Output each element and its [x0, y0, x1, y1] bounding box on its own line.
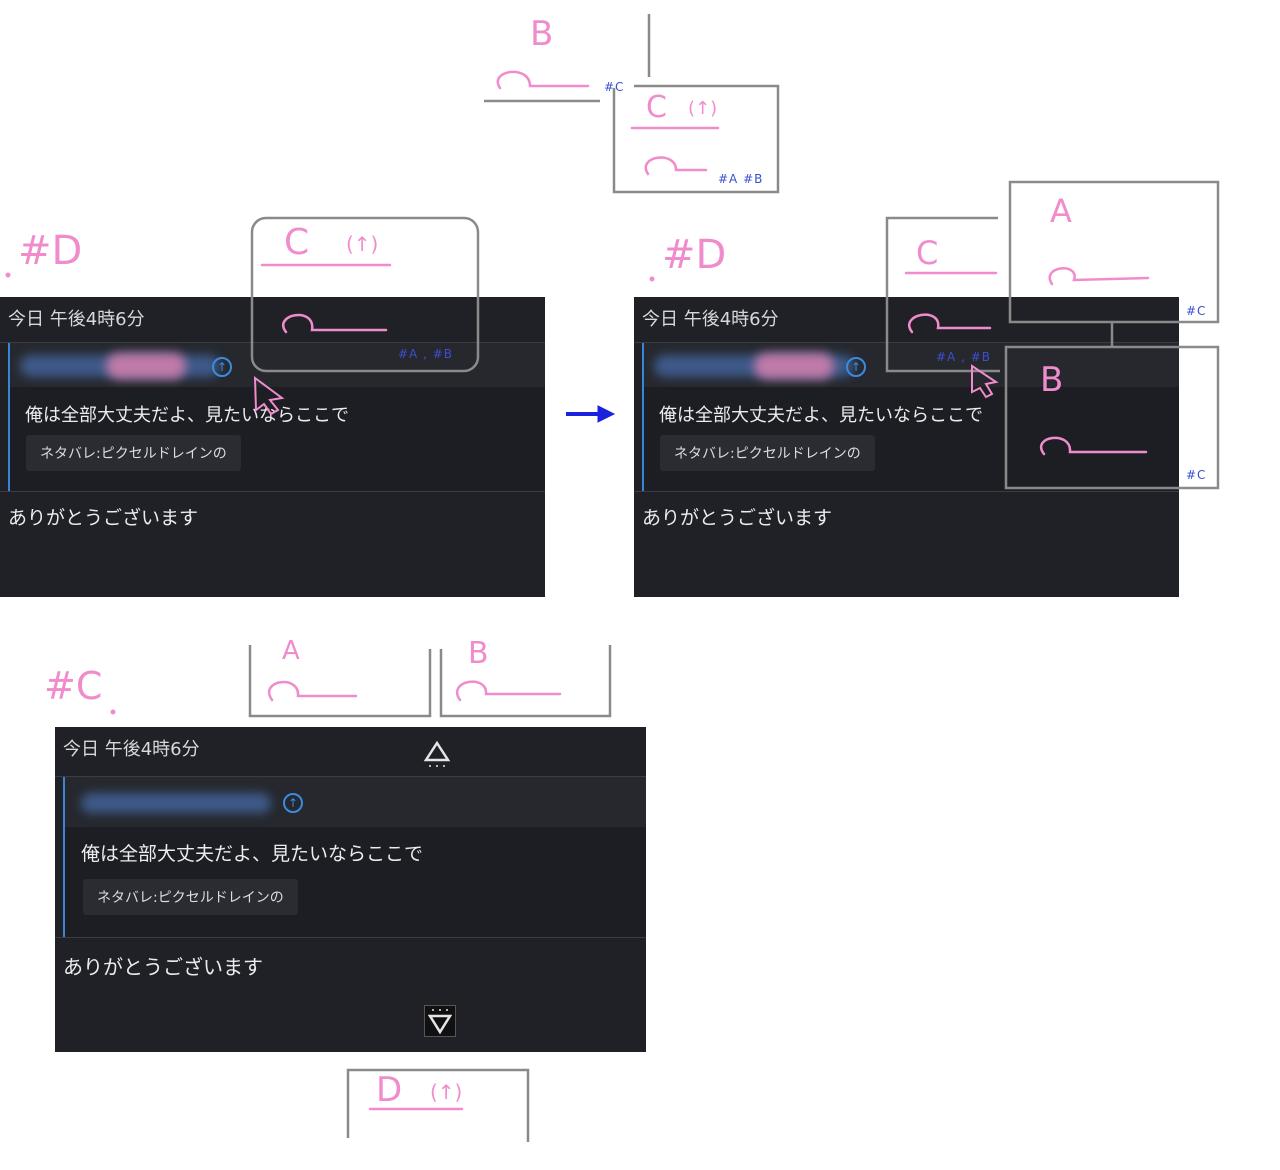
up-note: (↑): [346, 232, 379, 256]
scroll-down-triangle-icon[interactable]: [424, 1005, 456, 1037]
divider: [55, 937, 646, 938]
tag-c: #C: [604, 80, 625, 94]
letter-c-label: C: [284, 222, 310, 263]
chat-panel-after: 今日 午後4時6分 ↑ 俺は全部大丈夫だよ、見たいならここで ネタバレ:ピクセル…: [634, 297, 1179, 597]
spoiler-quote[interactable]: ネタバレ:ピクセルドレインの: [660, 435, 875, 471]
tag-c: #C: [1186, 468, 1207, 482]
reply-header[interactable]: ↑: [10, 343, 545, 387]
blurred-avatar: [754, 353, 834, 379]
blurred-avatar: [106, 353, 186, 379]
letter-a-label: A: [282, 636, 300, 666]
divider: [0, 491, 545, 492]
jump-up-icon[interactable]: ↑: [283, 793, 303, 813]
divider: [634, 491, 1179, 492]
letter-c-label: C: [916, 234, 939, 272]
tag-a-b: #A , #B: [936, 350, 991, 364]
tag-a-b: #A #B: [718, 172, 764, 186]
divider: [55, 776, 646, 777]
letter-b-label: B: [530, 14, 554, 54]
reply-text: 俺は全部大丈夫だよ、見たいならここで: [25, 405, 349, 426]
up-note: (↑): [430, 1080, 463, 1104]
jump-up-icon[interactable]: ↑: [212, 357, 232, 377]
reply-header[interactable]: ↑: [644, 343, 1179, 387]
message-timestamp: 今日 午後4時6分: [642, 309, 779, 330]
c-label: #C: [44, 664, 103, 708]
reply-block: ↑ 俺は全部大丈夫だよ、見たいならここで ネタバレ:ピクセルドレインの: [642, 343, 1179, 491]
letter-c-label: C: [646, 90, 667, 125]
message-timestamp: 今日 午後4時6分: [8, 309, 145, 330]
follow-message: ありがとうございます: [8, 507, 199, 529]
d-label: #D: [662, 232, 727, 278]
scroll-up-triangle-icon[interactable]: [422, 739, 452, 769]
d-label: #D: [18, 228, 83, 274]
follow-message: ありがとうございます: [63, 955, 263, 979]
reply-text: 俺は全部大丈夫だよ、見たいならここで: [81, 843, 424, 865]
tag-c: #C: [1186, 304, 1207, 318]
transition-arrow: [566, 405, 616, 423]
blurred-username: [81, 793, 271, 813]
spoiler-quote[interactable]: ネタバレ:ピクセルドレインの: [83, 879, 298, 915]
jump-up-icon[interactable]: ↑: [846, 357, 866, 377]
reply-header[interactable]: ↑: [65, 777, 646, 827]
spoiler-quote[interactable]: ネタバレ:ピクセルドレインの: [26, 435, 241, 471]
letter-b-label: B: [1040, 360, 1064, 400]
reply-block: ↑ 俺は全部大丈夫だよ、見たいならここで ネタバレ:ピクセルドレインの: [63, 777, 646, 937]
reply-text: 俺は全部大丈夫だよ、見たいならここで: [659, 405, 983, 426]
letter-d-label: D: [376, 1070, 403, 1110]
reply-block: ↑ 俺は全部大丈夫だよ、見たいならここで ネタバレ:ピクセルドレインの: [8, 343, 545, 491]
follow-message: ありがとうございます: [642, 507, 833, 529]
letter-a-label: A: [1050, 192, 1072, 230]
letter-b-label: B: [468, 636, 489, 671]
chat-panel-variant-c: 今日 午後4時6分 ↑ 俺は全部大丈夫だよ、見たいならここで ネタバレ:ピクセル…: [55, 727, 646, 1052]
chat-panel-before: 今日 午後4時6分 ↑ 俺は全部大丈夫だよ、見たいならここで ネタバレ:ピクセル…: [0, 297, 545, 597]
up-note: (↑): [688, 98, 718, 119]
tag-a-b: #A , #B: [398, 347, 453, 361]
message-timestamp: 今日 午後4時6分: [63, 739, 200, 760]
